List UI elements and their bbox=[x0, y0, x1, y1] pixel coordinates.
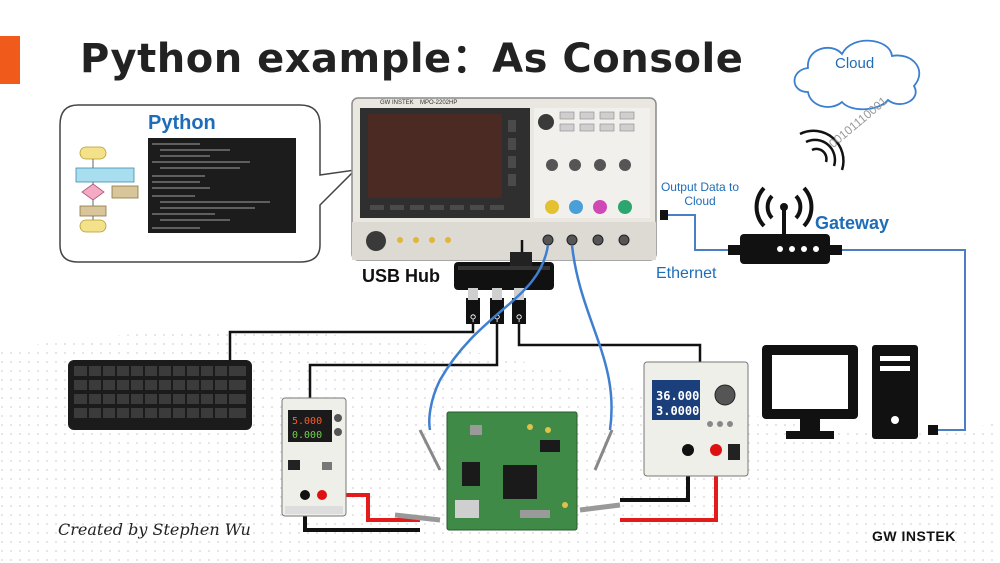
cables bbox=[228, 214, 966, 532]
svg-text:⚲: ⚲ bbox=[516, 314, 523, 324]
usb-hub-label: USB Hub bbox=[362, 266, 440, 286]
flowchart-icon bbox=[75, 146, 139, 233]
ethernet-connectors bbox=[660, 210, 938, 435]
svg-text:⚲: ⚲ bbox=[470, 314, 477, 324]
accent-bar bbox=[0, 36, 20, 84]
brand-logo: GW INSTEK bbox=[872, 528, 956, 544]
oscilloscope: GW INSTEK MPO-2202HP bbox=[351, 97, 657, 261]
probe-clips bbox=[394, 429, 621, 523]
wifi-icon bbox=[799, 129, 845, 171]
psu-left-current: 0.000 bbox=[292, 430, 322, 441]
circuit-board bbox=[446, 411, 578, 531]
power-supply-left: 5.000 0.000 bbox=[281, 397, 347, 517]
author-signature: Created by Stephen Wu bbox=[58, 520, 251, 539]
cloud-icon bbox=[793, 39, 921, 111]
gateway-label: Gateway bbox=[815, 213, 890, 233]
svg-text:⚲: ⚲ bbox=[494, 314, 501, 324]
keyboard-icon bbox=[68, 360, 252, 430]
computer-monitor-icon bbox=[762, 345, 858, 439]
python-code-bubble bbox=[59, 104, 358, 263]
oscilloscope-brand: GW INSTEK bbox=[380, 100, 414, 106]
router-icon bbox=[740, 186, 830, 264]
psu-right-voltage: 36.000 bbox=[656, 389, 699, 403]
psu-right-current: 3.0000 bbox=[656, 404, 699, 418]
cloud-label: Cloud bbox=[835, 55, 875, 72]
psu-left-voltage: 5.000 bbox=[292, 416, 322, 427]
ethernet-label: Ethernet bbox=[656, 265, 717, 282]
pc-tower-icon bbox=[872, 345, 918, 439]
page-title: Python example：As Console bbox=[80, 36, 744, 82]
code-editor-window bbox=[148, 138, 296, 233]
oscilloscope-model: MPO-2202HP bbox=[420, 100, 457, 106]
output-data-label: Output Data to Cloud bbox=[660, 180, 740, 208]
usb-hub: ⚲ ⚲ ⚲ bbox=[454, 252, 554, 324]
python-heading: Python bbox=[148, 112, 216, 134]
power-supply-right: 36.000 3.0000 bbox=[643, 361, 749, 477]
